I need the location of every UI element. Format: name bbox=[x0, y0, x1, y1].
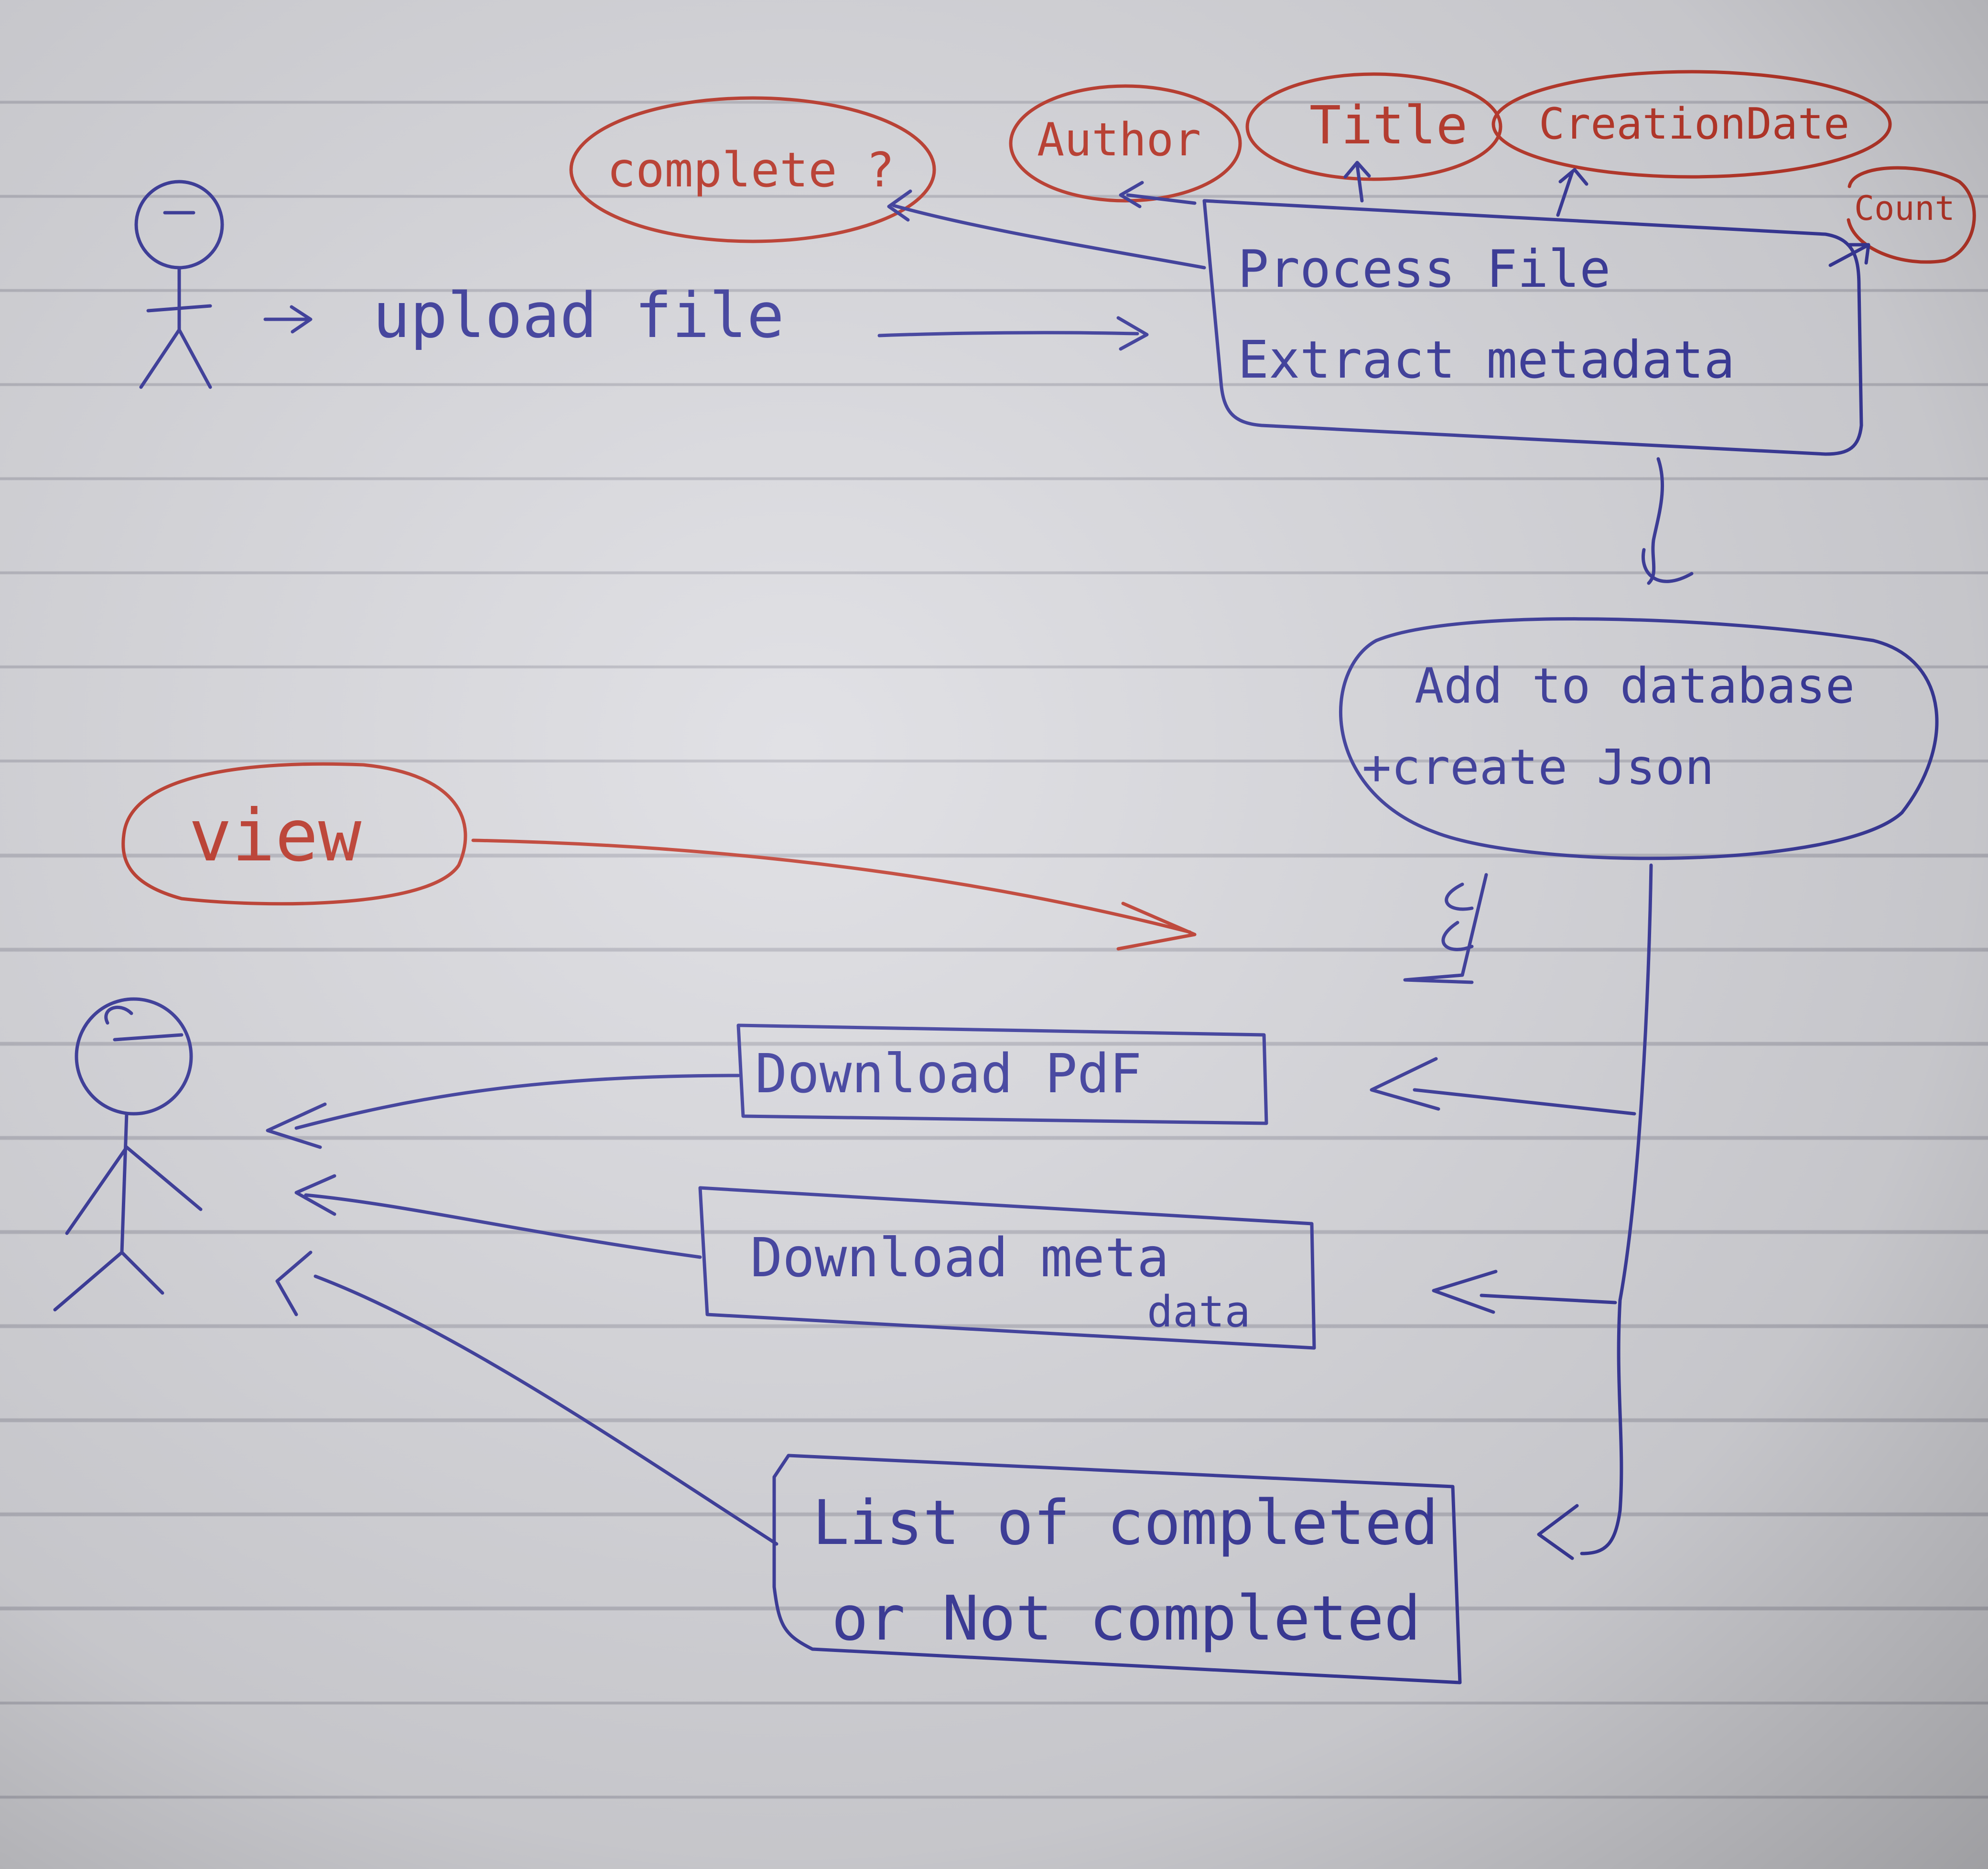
stick-figure-icon bbox=[53, 997, 203, 1312]
creation-date-label: CreationDate bbox=[1539, 99, 1849, 149]
database-node[interactable]: Add to database +create Json bbox=[1339, 617, 1939, 860]
process-line1: Process File bbox=[1238, 239, 1610, 299]
count-node[interactable]: Count bbox=[1847, 166, 1976, 264]
complete-label: complete ? bbox=[607, 142, 895, 198]
title-node[interactable]: Title bbox=[1245, 72, 1502, 181]
download-meta-node[interactable]: Download meta data bbox=[698, 1186, 1316, 1350]
complete-node[interactable]: complete ? bbox=[569, 96, 936, 243]
download-pdf-node[interactable]: Download PdF bbox=[736, 1023, 1268, 1125]
database-line2: +create Json bbox=[1362, 739, 1714, 796]
author-label: Author bbox=[1037, 114, 1201, 166]
viewer-actor bbox=[53, 997, 203, 1312]
download-pdf-label: Download PdF bbox=[755, 1043, 1142, 1105]
stick-figure-icon bbox=[134, 180, 224, 389]
list-line2: or Not completed bbox=[832, 1583, 1421, 1654]
upload-label: upload file bbox=[373, 279, 784, 352]
download-meta-line1: Download meta bbox=[750, 1227, 1169, 1289]
list-line1: List of completed bbox=[812, 1488, 1438, 1559]
database-line1: Add to database bbox=[1415, 658, 1855, 715]
list-node[interactable]: List of completed or Not completed bbox=[772, 1454, 1462, 1684]
view-label: view bbox=[189, 794, 362, 878]
download-meta-line2: data bbox=[1147, 1287, 1251, 1337]
count-label: Count bbox=[1854, 189, 1955, 228]
author-node[interactable]: Author bbox=[1009, 84, 1242, 203]
view-node[interactable]: view bbox=[121, 762, 467, 906]
title-label: Title bbox=[1309, 95, 1468, 156]
process-file-node[interactable]: Process File Extract metadata bbox=[1202, 199, 1863, 456]
uploader-actor bbox=[134, 180, 224, 389]
creation-date-node[interactable]: CreationDate bbox=[1491, 70, 1892, 179]
process-line2: Extract metadata bbox=[1238, 330, 1735, 390]
